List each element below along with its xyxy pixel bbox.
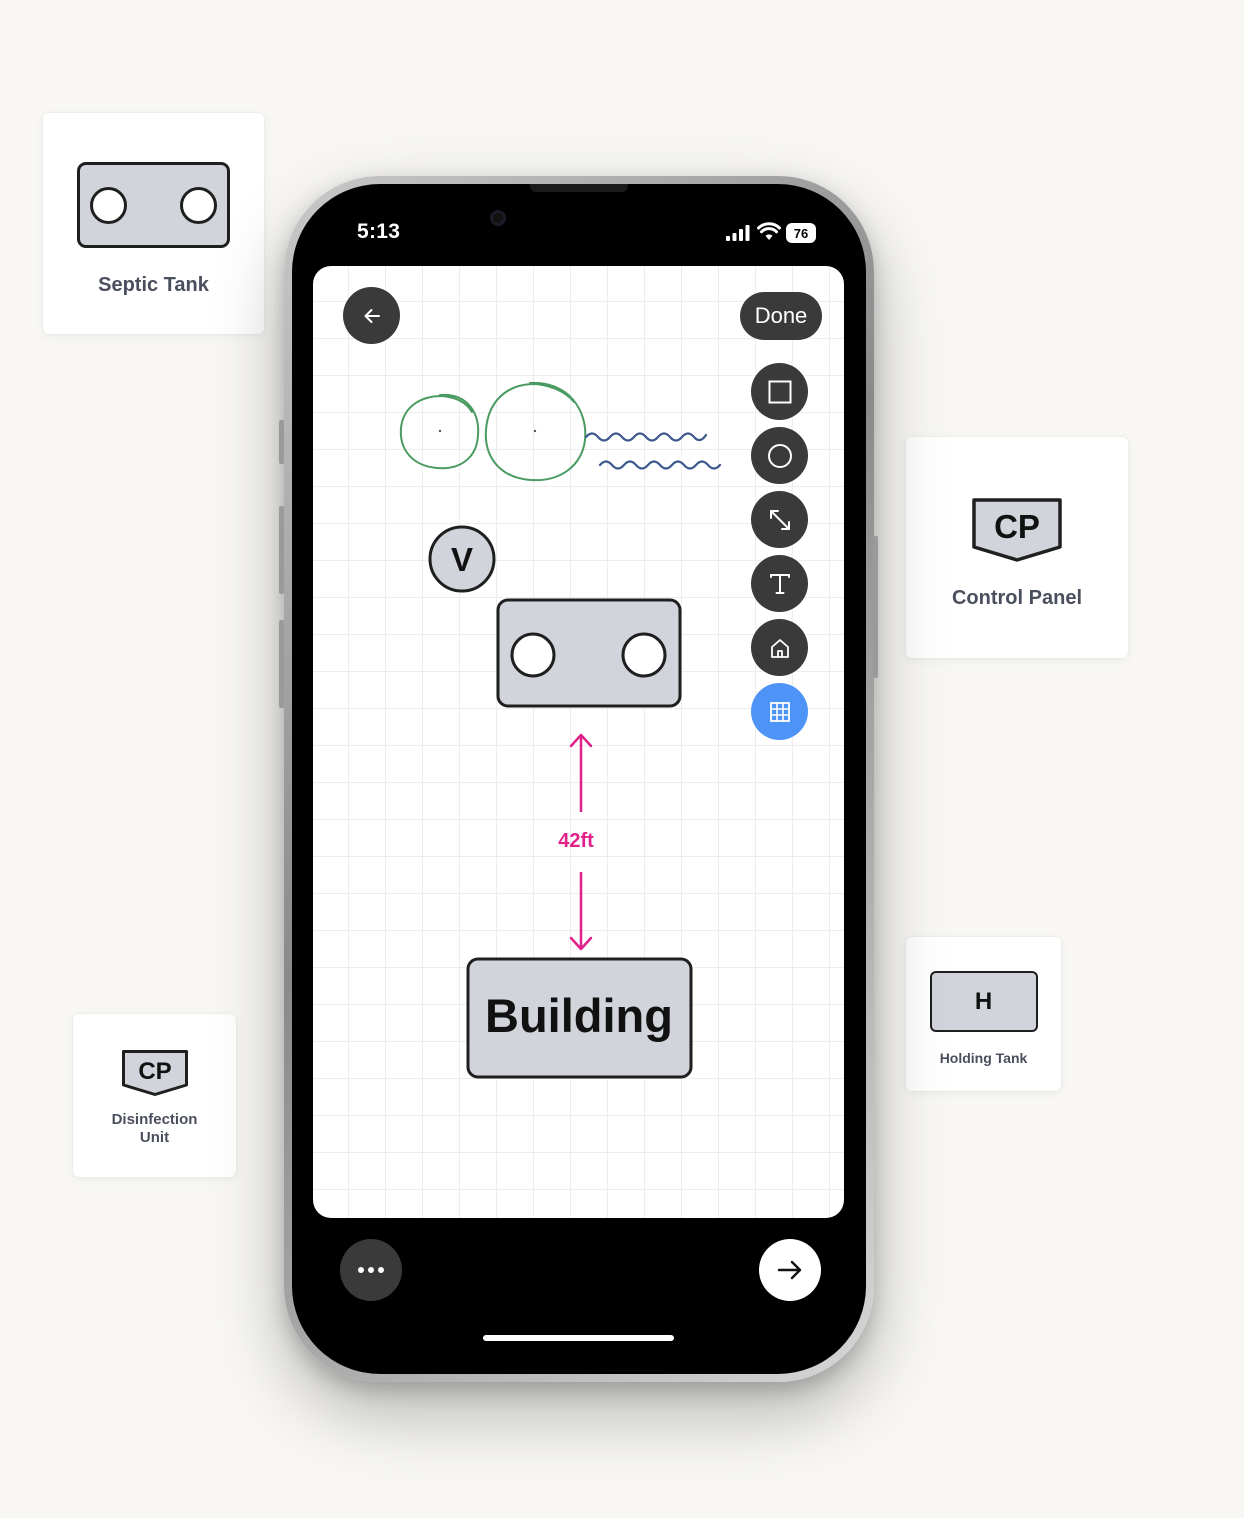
home-indicator[interactable] — [483, 1335, 674, 1341]
phone-power-button — [873, 536, 878, 678]
back-button[interactable] — [343, 287, 400, 344]
tool-line[interactable] — [751, 491, 808, 548]
sketch-dot-right — [533, 429, 537, 433]
sketch-wave-lower — [598, 460, 722, 470]
control-panel-card: CP Control Panel — [906, 437, 1128, 658]
control-panel-symbol: CP — [972, 498, 1062, 562]
tool-square[interactable] — [751, 363, 808, 420]
battery-indicator: 76 — [786, 223, 816, 243]
phone-volume-up — [279, 506, 284, 594]
building-symbol — [466, 957, 693, 1079]
sketch-circle-right — [484, 381, 587, 482]
dimension-arrowhead-down — [569, 936, 593, 951]
square-icon — [768, 380, 791, 403]
arrow-right-icon — [777, 1260, 802, 1280]
disinfection-unit-label: Disinfection Unit — [111, 1111, 198, 1146]
canvas-drawing: V 42ft Building — [399, 381, 722, 1079]
tool-house[interactable] — [751, 619, 808, 676]
grid-icon — [769, 701, 790, 722]
next-button[interactable] — [759, 1239, 821, 1301]
tool-circle[interactable] — [751, 427, 808, 484]
canvas-tank-circle-right — [621, 632, 667, 678]
house-icon — [770, 638, 789, 658]
control-panel-badge: CP — [994, 508, 1040, 545]
arrow-left-icon — [364, 308, 380, 323]
tank-compartment-right — [180, 186, 217, 224]
disinfection-unit-card: CP Disinfection Unit — [73, 1014, 236, 1177]
phone-mute-switch — [279, 420, 284, 464]
holding-tank-label: Holding Tank — [939, 1050, 1028, 1066]
septic-tank-card: Septic Tank — [43, 113, 264, 334]
drawing-canvas[interactable]: V 42ft Building — [313, 266, 844, 1218]
status-time: 5:13 — [357, 220, 401, 243]
line-arrow-icon — [769, 509, 790, 530]
tank-compartment-left — [90, 186, 127, 224]
septic-tank-symbol — [77, 162, 230, 248]
holding-tank-badge: H — [974, 987, 993, 1015]
done-button[interactable]: Done — [740, 292, 822, 340]
phone-volume-down — [279, 620, 284, 708]
canvas-tank-circle-left — [510, 632, 556, 678]
tool-grid[interactable] — [751, 683, 808, 740]
wifi-icon — [757, 222, 781, 240]
phone-speaker — [530, 184, 628, 192]
disinfection-unit-symbol: CP — [121, 1050, 188, 1096]
signal-icon — [726, 225, 750, 241]
valve-symbol — [428, 525, 496, 593]
sketch-dot-left — [438, 429, 442, 433]
front-camera — [490, 210, 506, 226]
holding-tank-card: H Holding Tank — [906, 937, 1061, 1091]
septic-tank-label: Septic Tank — [98, 274, 209, 296]
more-options-button[interactable] — [340, 1239, 402, 1301]
valve-label: V — [451, 541, 473, 578]
dimension-label: 42ft — [558, 830, 594, 852]
holding-tank-symbol: H — [929, 971, 1038, 1032]
dimension-arrowhead-up — [569, 733, 593, 748]
ellipsis-icon — [358, 1267, 384, 1273]
disinfection-unit-badge: CP — [138, 1058, 171, 1085]
text-icon — [769, 573, 790, 594]
building-label: Building — [485, 989, 673, 1042]
sketch-circle-left — [399, 393, 480, 470]
control-panel-label: Control Panel — [951, 587, 1082, 609]
tool-text[interactable] — [751, 555, 808, 612]
canvas-septic-tank — [496, 598, 682, 708]
sketch-wave-upper — [584, 432, 708, 442]
circle-icon — [767, 443, 792, 468]
